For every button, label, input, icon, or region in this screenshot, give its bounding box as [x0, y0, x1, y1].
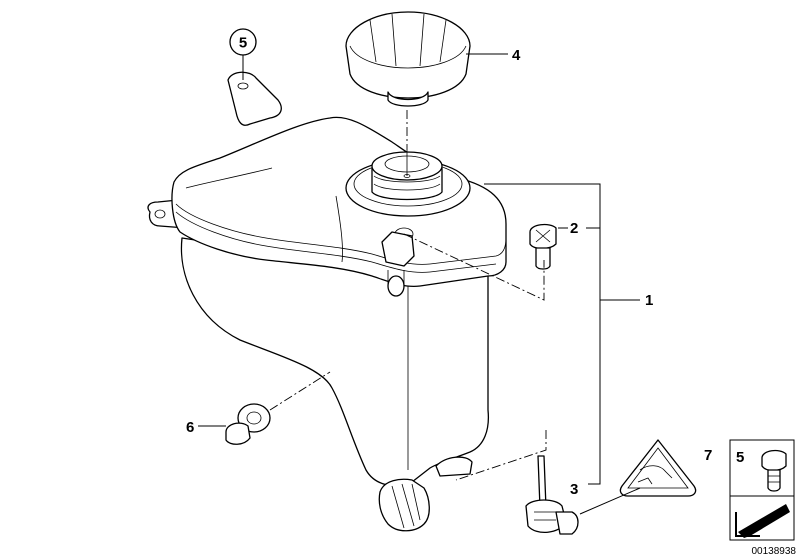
- arrow-icon: [735, 504, 790, 538]
- expansion-tank: [147, 71, 507, 532]
- callout-7-label: 7: [704, 447, 712, 464]
- callout-1-label: 1: [645, 292, 653, 309]
- inset-callout-5-label: 5: [736, 449, 744, 466]
- callout-2-label: 2: [570, 220, 578, 237]
- warning-label-part: [619, 439, 697, 497]
- inset-bolt-box: 5: [729, 439, 795, 541]
- callout-3-label: 3: [570, 481, 578, 498]
- document-number: 00138938: [752, 546, 797, 557]
- callout-4-label: 4: [512, 47, 521, 64]
- bolt-icon: [761, 449, 787, 492]
- callout-5-circled-label: 5: [239, 35, 247, 52]
- leader-lines: [198, 50, 641, 515]
- callout-6-label: 6: [186, 419, 194, 436]
- screw-plug-part: [529, 223, 557, 270]
- callout-circled-5: 5: [229, 28, 257, 56]
- level-sensor-part: [525, 455, 579, 535]
- cap-part: [345, 11, 471, 107]
- grommet-part: [225, 403, 271, 445]
